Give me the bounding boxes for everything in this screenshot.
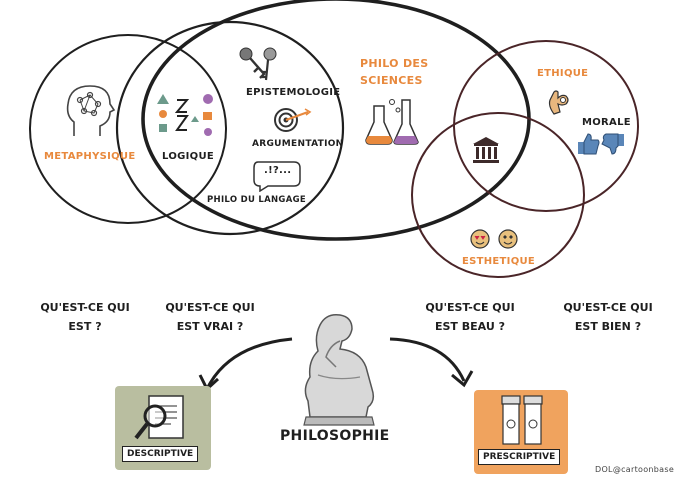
label-epistemologie: EPISTEMOLOGIE [246, 87, 341, 98]
question-line: QU'EST-CE QUI [40, 301, 130, 314]
question-est-vrai: QU'EST-CE QUI EST VRAI ? [152, 298, 268, 336]
label-logique: LOGIQUE [162, 151, 214, 162]
question-est-beau: QU'EST-CE QUI EST BEAU ? [412, 298, 528, 336]
center-title: PHILOSOPHIE [280, 428, 390, 444]
label-argumentation: ARGUMENTATION [252, 139, 344, 149]
speech-bubble-icon [253, 161, 301, 192]
circle-esthetique [411, 112, 585, 278]
question-line: QU'EST-CE QUI [165, 301, 255, 314]
prescriptive-label: PRESCRIPTIVE [478, 449, 561, 465]
thinker-statue-icon [303, 313, 375, 426]
lab-flasks-icon [365, 99, 419, 145]
temple-icon [473, 137, 499, 163]
circle-ethique [453, 40, 639, 212]
arrow-to-prescriptive [389, 337, 466, 382]
label-metaphysique: METAPHYSIQUE [44, 151, 136, 162]
label-ethique: ETHIQUE [537, 68, 589, 79]
label-esthetique: ESTHETIQUE [462, 256, 536, 267]
credit-text: DOL@cartoonbase [595, 465, 675, 474]
label-philo-du-langage: PHILO DU LANGAGE [207, 195, 306, 205]
circle-logique [115, 20, 345, 236]
arrow-to-descriptive [206, 337, 293, 388]
question-est: QU'EST-CE QUI EST ? [30, 298, 140, 336]
emoji-faces-icon [470, 229, 518, 249]
brain-head-icon [66, 85, 116, 136]
magnifier-document-icon [134, 395, 184, 440]
descriptive-label: DESCRIPTIVE [122, 446, 199, 462]
logic-shapes-icon [157, 94, 213, 136]
pill-bottles-icon [501, 395, 543, 445]
question-est-bien: QU'EST-CE QUI EST BIEN ? [550, 298, 666, 336]
label-morale: MORALE [582, 117, 631, 128]
thumbs-icon [578, 133, 624, 155]
ok-hand-icon [548, 90, 569, 115]
thinker-and-arrows [198, 313, 474, 426]
keys-icon [239, 47, 277, 81]
question-line: EST BIEN ? [574, 320, 642, 333]
question-line: EST ? [68, 320, 102, 333]
target-icon [274, 108, 312, 132]
question-line: QU'EST-CE QUI [563, 301, 653, 314]
question-line: QU'EST-CE QUI [425, 301, 515, 314]
circle-metaphysique [29, 34, 227, 224]
speech-bubble-text: .!?... [264, 165, 292, 176]
label-philo-des-sciences-1: PHILO DES [360, 57, 429, 70]
question-line: EST VRAI ? [176, 320, 244, 333]
label-philo-des-sciences-2: SCIENCES [360, 74, 423, 87]
question-line: EST BEAU ? [435, 320, 505, 333]
